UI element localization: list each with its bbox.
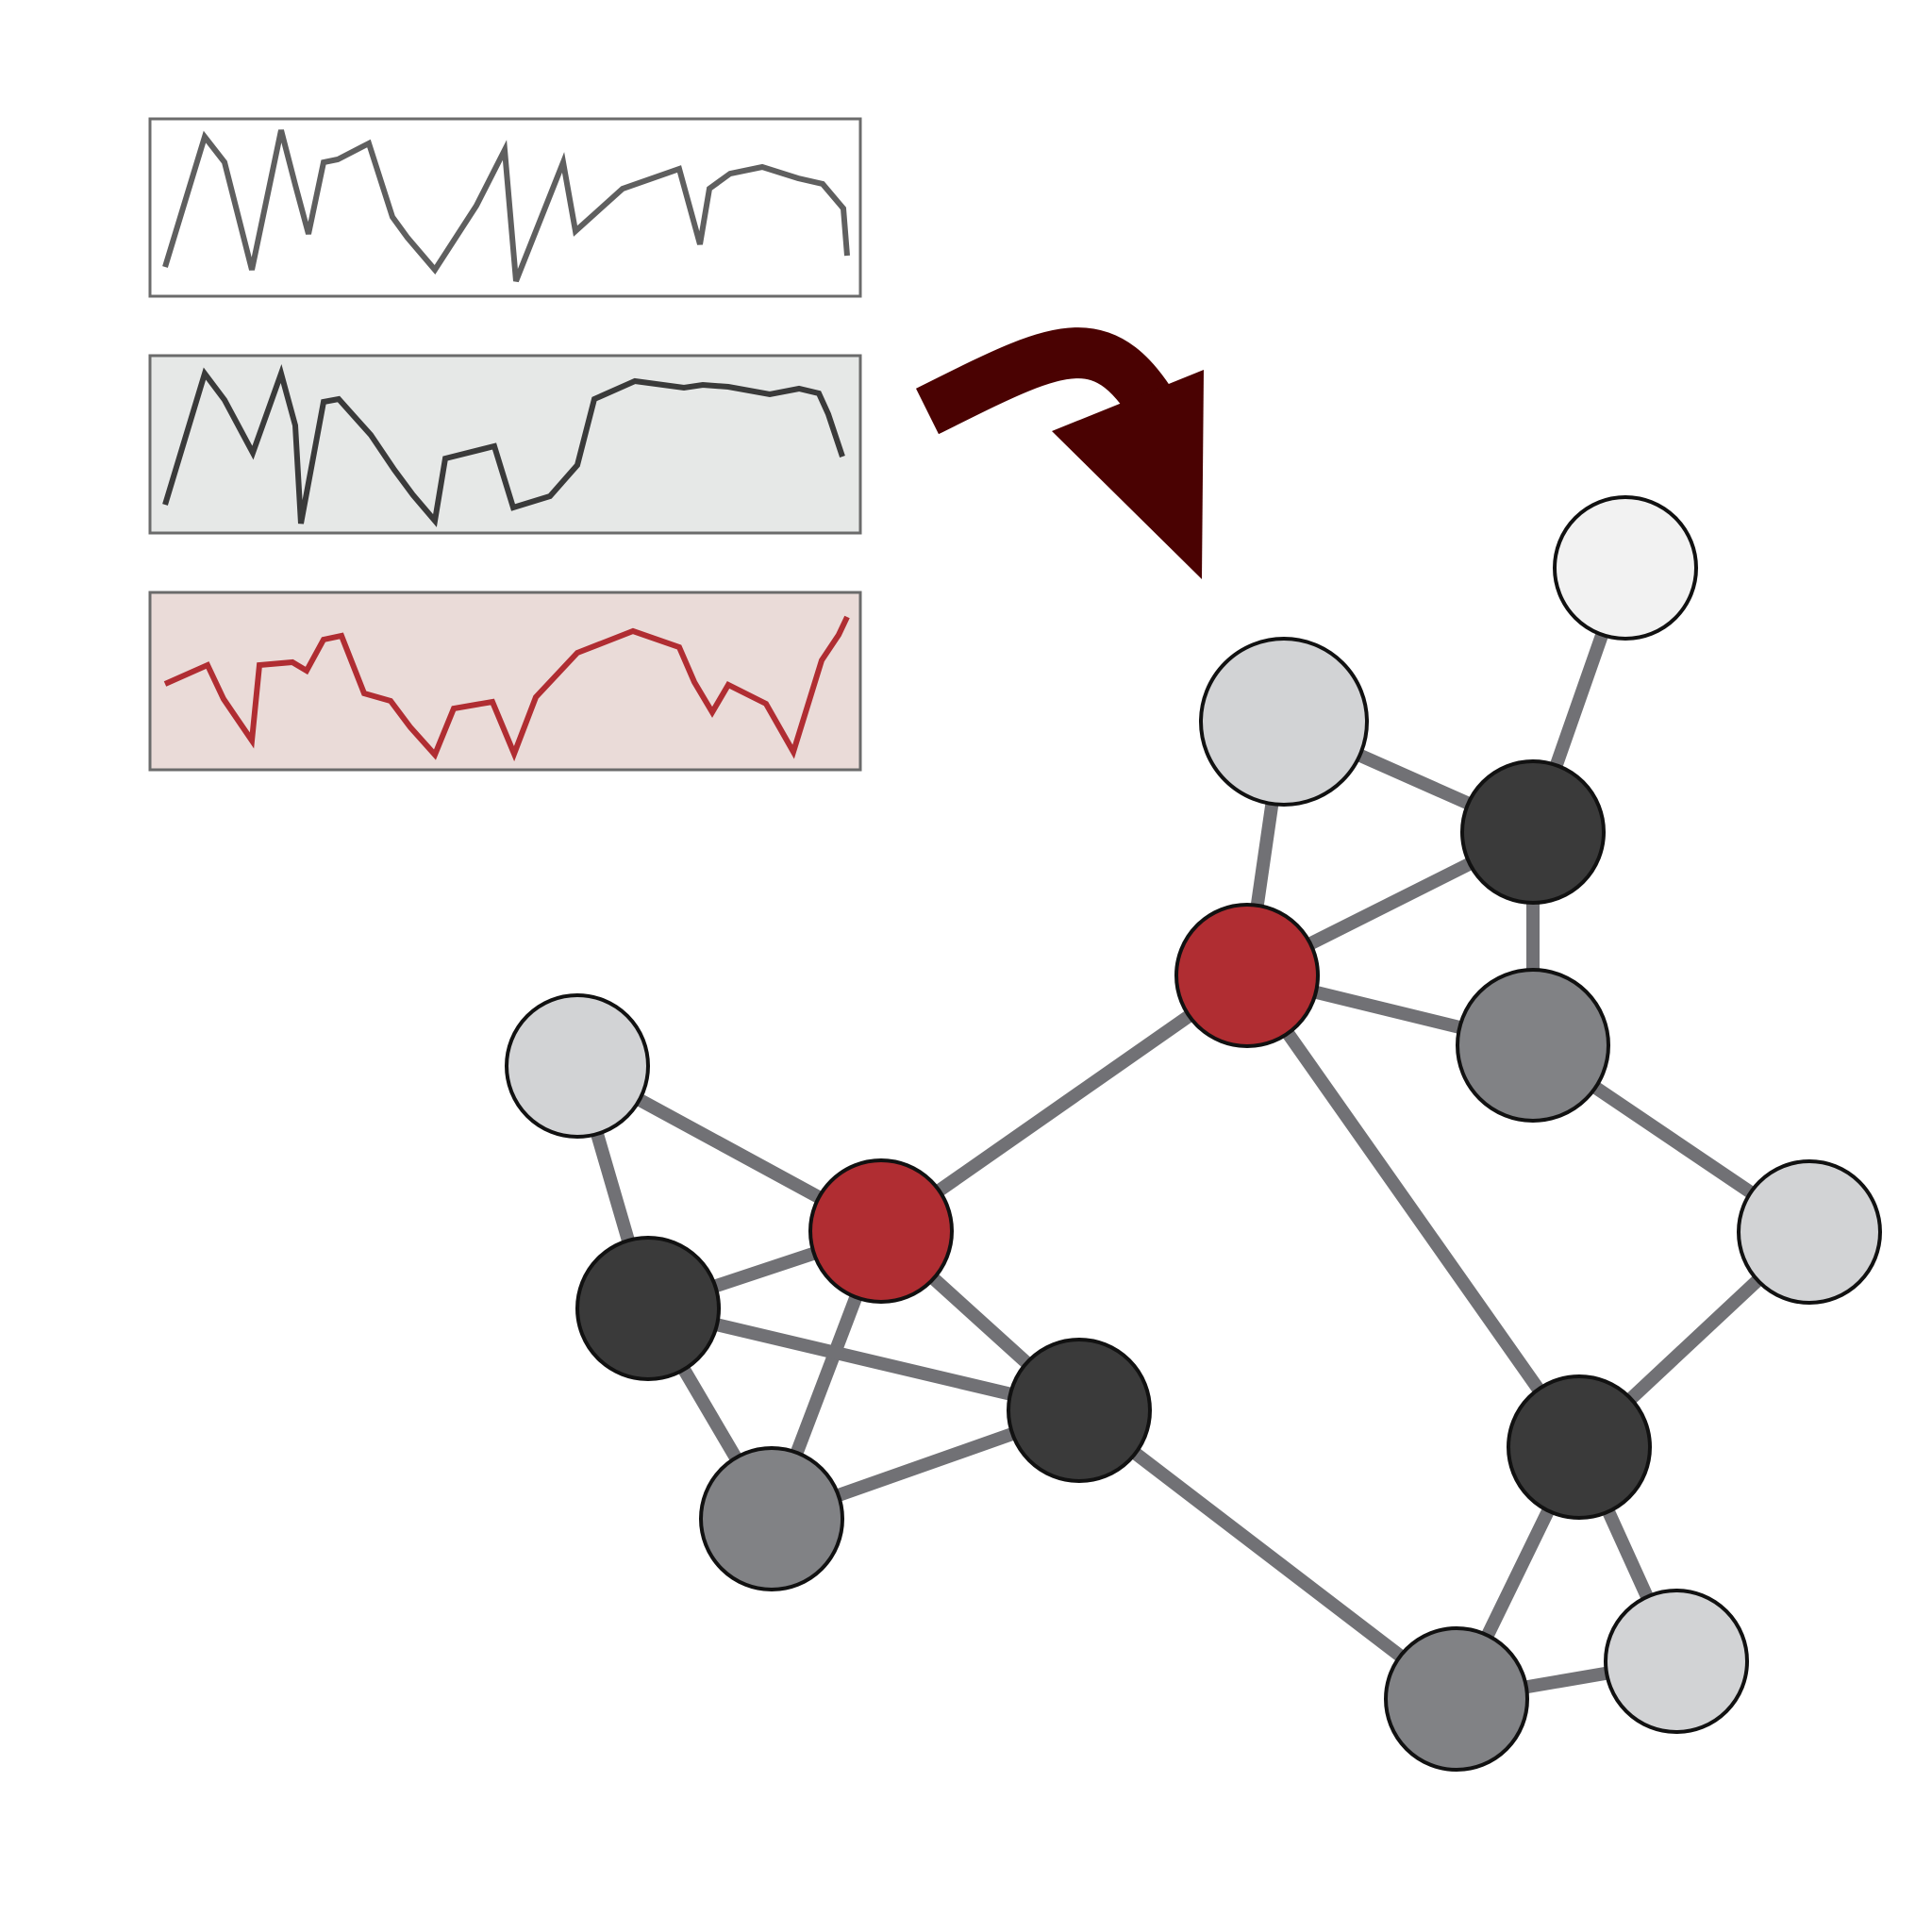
series-line bbox=[163, 615, 850, 762]
panel-series-1 bbox=[148, 117, 862, 298]
graph-edge-n4-n12 bbox=[1241, 971, 1585, 1452]
graph-node-n1 bbox=[1553, 495, 1698, 641]
graph-node-n8 bbox=[808, 1158, 954, 1304]
arrow-head bbox=[1052, 370, 1204, 579]
graph-edge-n10-n13 bbox=[1074, 1405, 1461, 1705]
arrow-shaft bbox=[915, 327, 1183, 435]
panel-series-2 bbox=[148, 354, 862, 535]
graph-node-n5 bbox=[1456, 968, 1610, 1123]
series-line bbox=[162, 364, 845, 527]
curved-arrow bbox=[915, 327, 1204, 579]
graph-node-n13 bbox=[1384, 1626, 1529, 1772]
graph-node-n7 bbox=[505, 993, 650, 1139]
series-line bbox=[162, 129, 850, 283]
graph-node-n12 bbox=[1507, 1374, 1652, 1520]
graph-node-n6 bbox=[1737, 1159, 1882, 1305]
graph-edge-n9-n10 bbox=[646, 1302, 1081, 1417]
panel-series-3 bbox=[148, 591, 862, 772]
graph-node-n4 bbox=[1174, 903, 1320, 1048]
panel-frame bbox=[148, 354, 862, 535]
graph-node-n3 bbox=[1460, 759, 1606, 905]
graph-node-n2 bbox=[1199, 637, 1369, 807]
graph-node-n14 bbox=[1604, 1589, 1749, 1734]
panel-frame bbox=[148, 591, 862, 772]
time-series-panels bbox=[148, 117, 862, 772]
graph-node-n11 bbox=[699, 1446, 844, 1591]
graph-node-n9 bbox=[575, 1236, 721, 1381]
graph-nodes bbox=[505, 495, 1882, 1772]
graph-edge-n4-n8 bbox=[876, 970, 1252, 1237]
graph-node-n10 bbox=[1007, 1338, 1152, 1483]
